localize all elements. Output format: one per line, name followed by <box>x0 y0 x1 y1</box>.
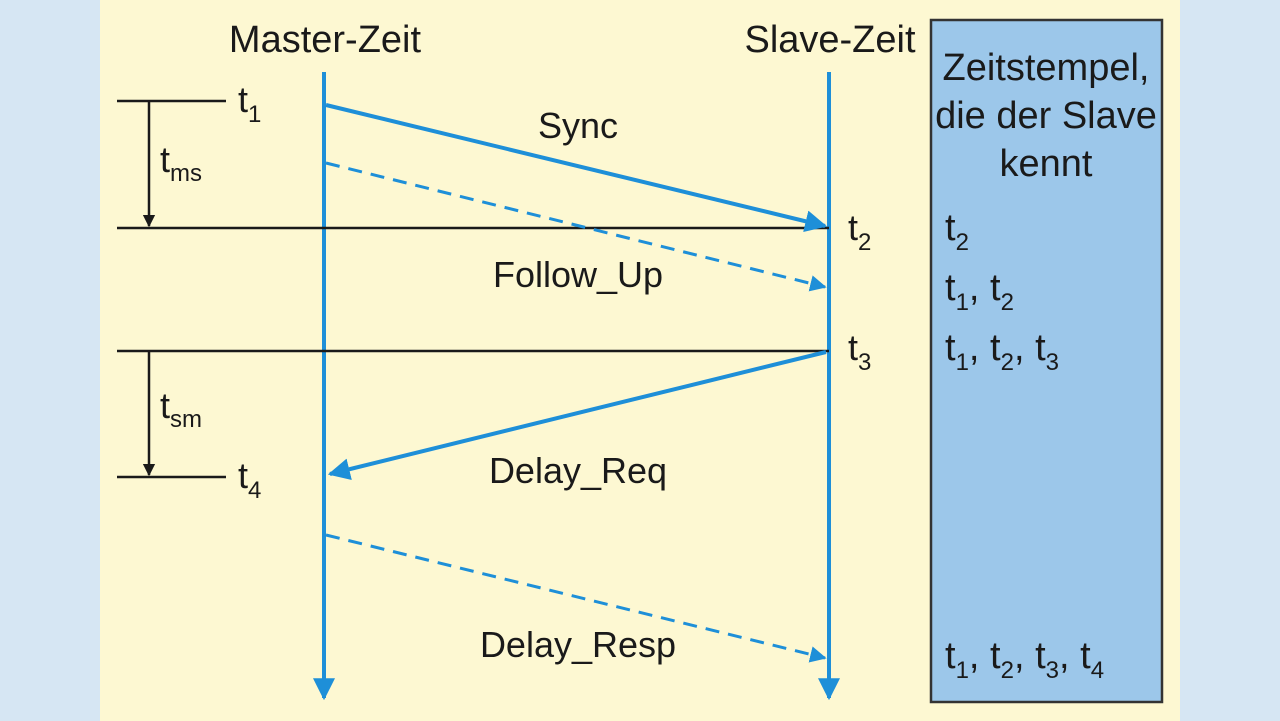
box-title-line-1: Zeitstempel, <box>943 47 1150 89</box>
tsm-label: tsm <box>160 385 202 433</box>
known-timestamps-row: t1, t2 <box>945 267 1014 316</box>
sync-arrow <box>325 103 828 233</box>
t2-label: t2 <box>848 207 871 256</box>
follow-up-arrow <box>325 161 827 292</box>
t4-label: t4 <box>238 455 261 504</box>
delay-resp-label: Delay_Resp <box>480 624 676 665</box>
known-timestamps-row: t1, t2, t3 <box>945 327 1059 376</box>
tms-label: tms <box>160 139 202 187</box>
follow-up-label: Follow_Up <box>493 254 663 295</box>
delay-req-label: Delay_Req <box>489 450 667 491</box>
delay-resp-arrow <box>325 533 827 663</box>
t3-label: t3 <box>848 327 871 376</box>
known-timestamps-row: t1, t2, t3, t4 <box>945 635 1104 684</box>
box-title-line-2: die der Slave <box>935 95 1157 137</box>
slave-timestamps-box <box>929 18 1164 704</box>
delay-req-arrow <box>327 350 827 480</box>
box-title-line-3: kennt <box>1000 143 1093 185</box>
slave-time-label: Slave-Zeit <box>744 19 915 61</box>
known-timestamps-list: t2 t1, t2 t1, t2, t3 t1, t2, t3, t4 <box>945 207 1104 684</box>
master-time-label: Master-Zeit <box>229 19 422 61</box>
known-timestamps-row: t2 <box>945 207 969 256</box>
t1-label: t1 <box>238 79 261 128</box>
sync-label: Sync <box>538 105 618 146</box>
